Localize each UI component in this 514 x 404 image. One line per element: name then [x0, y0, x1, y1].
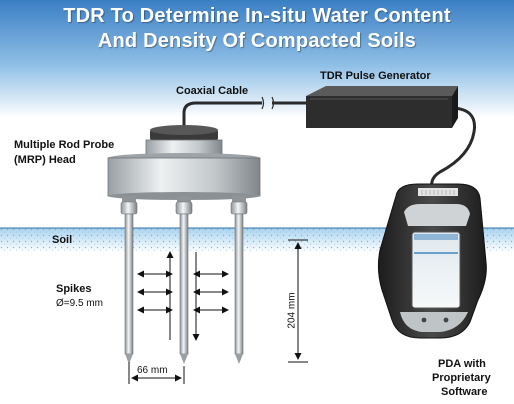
field-arrows [137, 251, 229, 341]
label-rod-spacing: 66 mm [137, 365, 168, 376]
tdr-pulse-generator [306, 86, 458, 128]
label-probe-depth: 204 mm [286, 292, 298, 329]
label-spike-diameter: Ø=9.5 mm [56, 298, 103, 309]
label-mrp-head-line2: (MRP) Head [14, 154, 76, 166]
coaxial-cable [182, 101, 262, 128]
label-coaxial-cable: Coaxial Cable [176, 85, 249, 97]
pda-cable [430, 106, 476, 189]
title-line-1: TDR To Determine In-situ Water Content [63, 5, 451, 27]
label-pulse-generator: TDR Pulse Generator [320, 70, 431, 82]
title-line-2: And Density Of Compacted Soils [97, 30, 417, 52]
pda-device [377, 183, 487, 339]
spike-rod-right [230, 196, 248, 364]
label-soil: Soil [52, 234, 73, 246]
spacing-dimension [128, 362, 185, 384]
spike-rod-center [175, 196, 193, 364]
spike-rods [120, 196, 248, 364]
cable-break-icon [261, 96, 275, 110]
label-pda-line1: PDA with [438, 358, 486, 370]
label-spikes: Spikes [56, 283, 92, 295]
pda-screen [411, 231, 461, 309]
depth-dimension [288, 239, 308, 363]
label-pda-line3: Software [441, 386, 488, 398]
spike-rod-left [120, 196, 138, 364]
label-pda-line2: Proprietary [432, 372, 491, 384]
label-mrp-head-line1: Multiple Rod Probe [14, 139, 115, 151]
mrp-probe-head [107, 125, 261, 200]
